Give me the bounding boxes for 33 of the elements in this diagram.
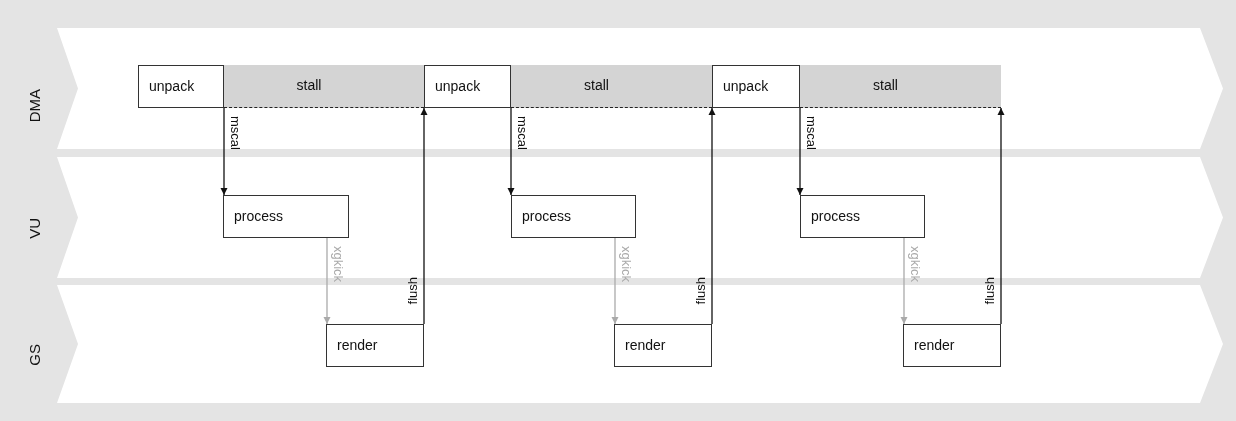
edge-label: mscal xyxy=(228,116,243,150)
edge-label: xgkick xyxy=(619,246,634,283)
arrow xyxy=(611,237,619,325)
process-box: process xyxy=(800,195,925,238)
stall-bar: stall xyxy=(800,65,1001,108)
process-box: process xyxy=(511,195,636,238)
process-box: render xyxy=(326,324,424,367)
arrow xyxy=(420,107,428,325)
arrow xyxy=(323,237,331,325)
arrow xyxy=(220,107,228,196)
arrow xyxy=(507,107,515,196)
process-box: unpack xyxy=(138,65,224,108)
edge-label: flush xyxy=(693,277,708,305)
lane-label: VU xyxy=(26,217,44,239)
lane-label: DMA xyxy=(26,88,44,122)
arrow xyxy=(796,107,804,196)
stall-bar: stall xyxy=(224,65,424,108)
process-box: process xyxy=(223,195,349,238)
lane-label: GS xyxy=(26,344,44,366)
arrow xyxy=(708,107,716,325)
edge-label: mscal xyxy=(515,116,530,150)
edge-label: mscal xyxy=(804,116,819,150)
process-box: unpack xyxy=(712,65,800,108)
arrow xyxy=(997,107,1005,325)
edge-label: flush xyxy=(982,277,997,305)
process-box: render xyxy=(614,324,712,367)
stall-bar: stall xyxy=(511,65,712,108)
edge-label: xgkick xyxy=(331,246,346,283)
edge-label: xgkick xyxy=(908,246,923,283)
process-box: unpack xyxy=(424,65,511,108)
process-box: render xyxy=(903,324,1001,367)
edge-label: flush xyxy=(405,277,420,305)
arrow xyxy=(900,237,908,325)
